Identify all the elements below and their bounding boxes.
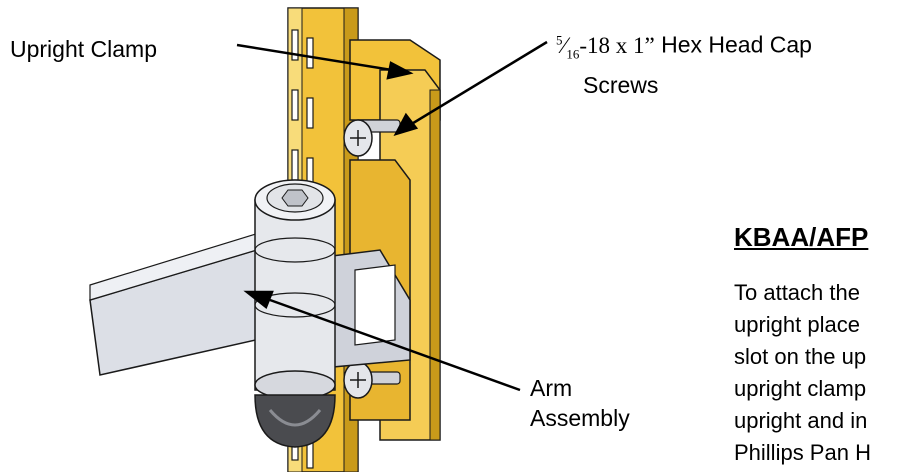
label-screws-line2: Screws (583, 72, 659, 98)
screw-bottom (343, 361, 401, 399)
label-upright-clamp: Upright Clamp (10, 36, 157, 62)
screw-spec: -18 x 1” (579, 32, 655, 58)
body-line: To attach the (734, 280, 860, 305)
section-heading: KBAA/AFP (734, 222, 869, 252)
body-line: Phillips Pan H (734, 440, 871, 465)
label-arm-line2: Assembly (530, 405, 630, 431)
screw-type: Hex Head Cap (654, 31, 812, 58)
section-body: To attach the upright place slot on the … (734, 277, 920, 469)
body-line: upright place (734, 312, 860, 337)
leader-lines (236, 40, 548, 392)
fraction-denominator: 16 (566, 46, 580, 62)
fraction-numerator: 5 (556, 32, 563, 47)
body-line: upright clamp (734, 376, 867, 401)
label-arm-line1: Arm (530, 375, 573, 401)
label-screws-line1: 5⁄16-18 x 1” Hex Head Cap (556, 31, 812, 62)
body-line: upright and in (734, 408, 868, 433)
body-line: slot on the up (734, 344, 867, 369)
